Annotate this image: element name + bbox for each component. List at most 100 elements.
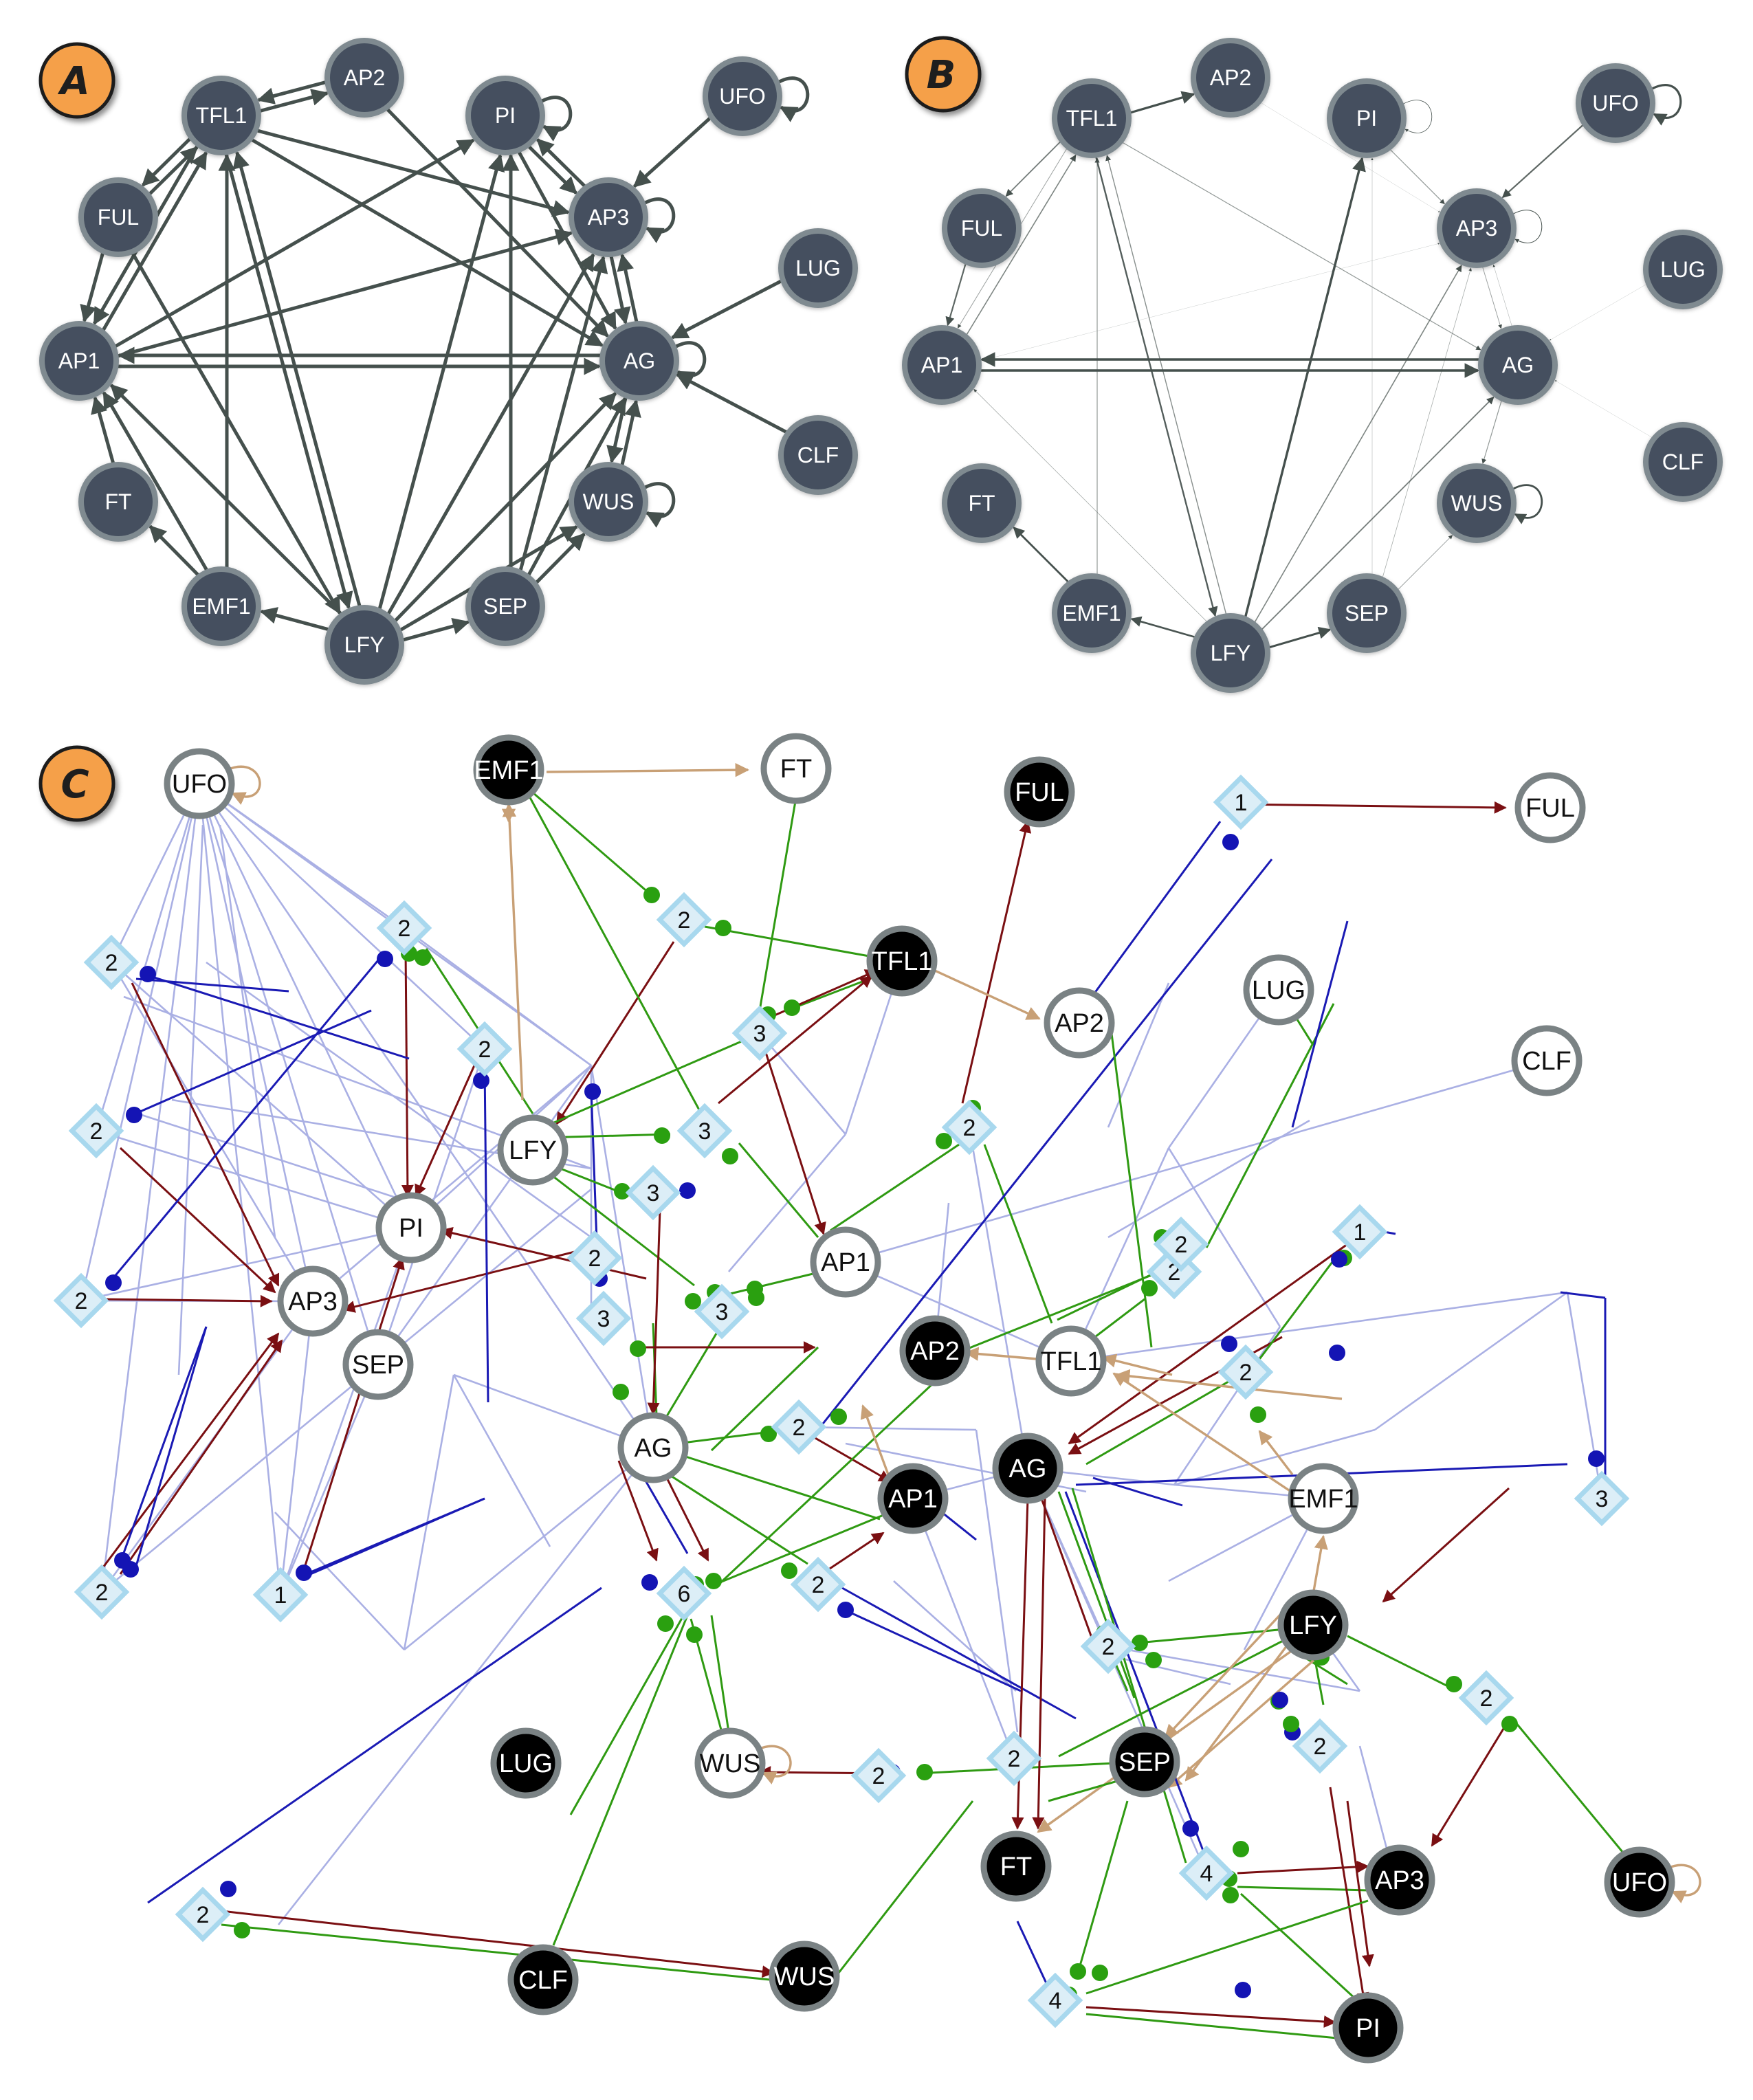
panel-a-node-ft: FT (78, 462, 158, 542)
blue-endpoint (1588, 1450, 1605, 1467)
edge-activation (119, 1339, 283, 1575)
panel-a-edge-emf1-to-ap1 (102, 390, 209, 573)
green-endpoint (657, 1615, 674, 1632)
blue-endpoint (1221, 1336, 1237, 1352)
green-endpoint (613, 1384, 629, 1400)
lavender-edge (1358, 1745, 1390, 1857)
logic-gate-2: 2 (1153, 1216, 1209, 1272)
node-label: AP3 (588, 205, 629, 230)
panel-badge-b: B (905, 36, 982, 113)
panel-a-edge-tfl1-to-ap3 (255, 129, 571, 217)
edge-transition (546, 762, 750, 777)
panel-b-node-ap3: AP3 (1437, 188, 1517, 268)
edge-transition (1112, 1372, 1292, 1493)
blue-endpoint (220, 1881, 236, 1897)
logic-gate-2: 2 (1217, 1344, 1274, 1400)
edge-inhibition (302, 1497, 485, 1577)
node-label: WUS (583, 489, 635, 514)
gate-diamond (1027, 1972, 1083, 2029)
panel-a-node-lug: LUG (778, 228, 858, 308)
green-endpoint (722, 1148, 738, 1164)
node-circle (1243, 954, 1314, 1026)
panel-c-node-ful-inactive: FUL (1514, 772, 1586, 843)
edge-activation (102, 1294, 273, 1307)
node-label: EMF1 (474, 756, 543, 785)
panel-b-node-lfy: LFY (1191, 613, 1270, 693)
panel-a-node-ufo: UFO (703, 56, 782, 136)
panel-c-node-ful-active: FUL (1004, 756, 1075, 828)
panel-a-node-ag: AG (599, 321, 679, 401)
gate-label: 2 (793, 1415, 806, 1441)
panel-a-edge-pi-to-ag (516, 150, 617, 331)
panel-b-node-lug: LUG (1643, 230, 1723, 309)
panel-c-node-emf1-inactive: EMF1 (1288, 1463, 1359, 1534)
gate-label: 2 (872, 1763, 885, 1789)
gate-label: 3 (647, 1180, 660, 1206)
edge-activation (1329, 1787, 1369, 2005)
panel-badge-c: C (38, 745, 115, 822)
node-label: AG (1502, 353, 1534, 377)
edge-activation (1040, 1498, 1101, 1658)
lavender-edge (110, 962, 314, 1302)
node-circle (39, 321, 119, 401)
node-label: LFY (1211, 641, 1251, 665)
panel-c-node-ap2-active: AP2 (899, 1315, 971, 1386)
edge-activation (821, 1532, 885, 1576)
lavender-edge (1566, 1292, 1603, 1499)
panel-a-edge-ful-to-ap1 (80, 251, 105, 323)
edge-input (1085, 1899, 1369, 1995)
lavender-edge (279, 1227, 412, 1595)
panel-c-node-ag-active: AG (992, 1433, 1063, 1504)
panel-b-node-wus: WUS (1437, 463, 1517, 543)
blue-endpoint (377, 951, 393, 967)
node-circle (703, 56, 782, 136)
edge-input (1085, 2013, 1338, 2040)
gate-label: 2 (398, 916, 411, 942)
gate-diamond (1458, 1670, 1514, 1726)
logic-gate-2: 2 (1458, 1670, 1514, 1726)
panel-a-edge-tfl1-to-lfy (223, 152, 353, 610)
panel-c-node-ft-inactive: FT (760, 733, 832, 804)
node-circle (1437, 188, 1517, 268)
node-label: AP2 (344, 65, 385, 90)
node-label: TFL1 (1041, 1347, 1102, 1376)
node-circle (866, 925, 938, 997)
lavender-edge (1107, 1119, 1310, 1239)
node-label: TFL1 (196, 103, 247, 128)
logic-gate-2: 2 (1292, 1718, 1348, 1774)
panel-a-edge-tfl1-to-ful (141, 136, 192, 187)
node-label: AP3 (288, 1287, 338, 1316)
lavender-edge (1374, 1291, 1568, 1431)
lavender-edge (80, 783, 201, 1301)
logic-gate-1: 1 (1213, 774, 1269, 830)
edge-input (1137, 1628, 1286, 1644)
edge-input (1246, 1250, 1342, 1375)
edge-inhibition (109, 951, 386, 1283)
logic-gate-2: 2 (941, 1099, 997, 1156)
panel-a-node-ful: FUL (78, 177, 158, 257)
edge-activation (440, 1226, 647, 1280)
gate-label: 1 (1235, 790, 1248, 816)
panel-a-edge-ap2-to-tfl1 (256, 80, 328, 104)
edge-input (569, 1608, 689, 1815)
node-circle (778, 228, 858, 308)
edge-activation (961, 820, 1032, 1104)
panel-b-edges (945, 84, 1682, 649)
green-endpoint (1501, 1716, 1518, 1732)
lavender-edge (912, 1498, 1015, 1759)
blue-endpoint (1329, 1345, 1345, 1361)
node-label: AP3 (1375, 1866, 1424, 1895)
edge-input (552, 1615, 689, 1946)
green-endpoint (705, 1573, 722, 1589)
node-label: AP2 (910, 1337, 960, 1366)
blue-endpoint (473, 1072, 489, 1089)
lavender-edge (177, 824, 204, 1375)
edge-activation (1346, 1800, 1374, 1967)
edge-input (1313, 1656, 1325, 1705)
panel-a-self-loop-pi (537, 96, 573, 142)
lavender-edge (1173, 1428, 1376, 1486)
lavender-edge (1167, 1147, 1281, 1327)
lavender-edge (95, 783, 201, 1131)
